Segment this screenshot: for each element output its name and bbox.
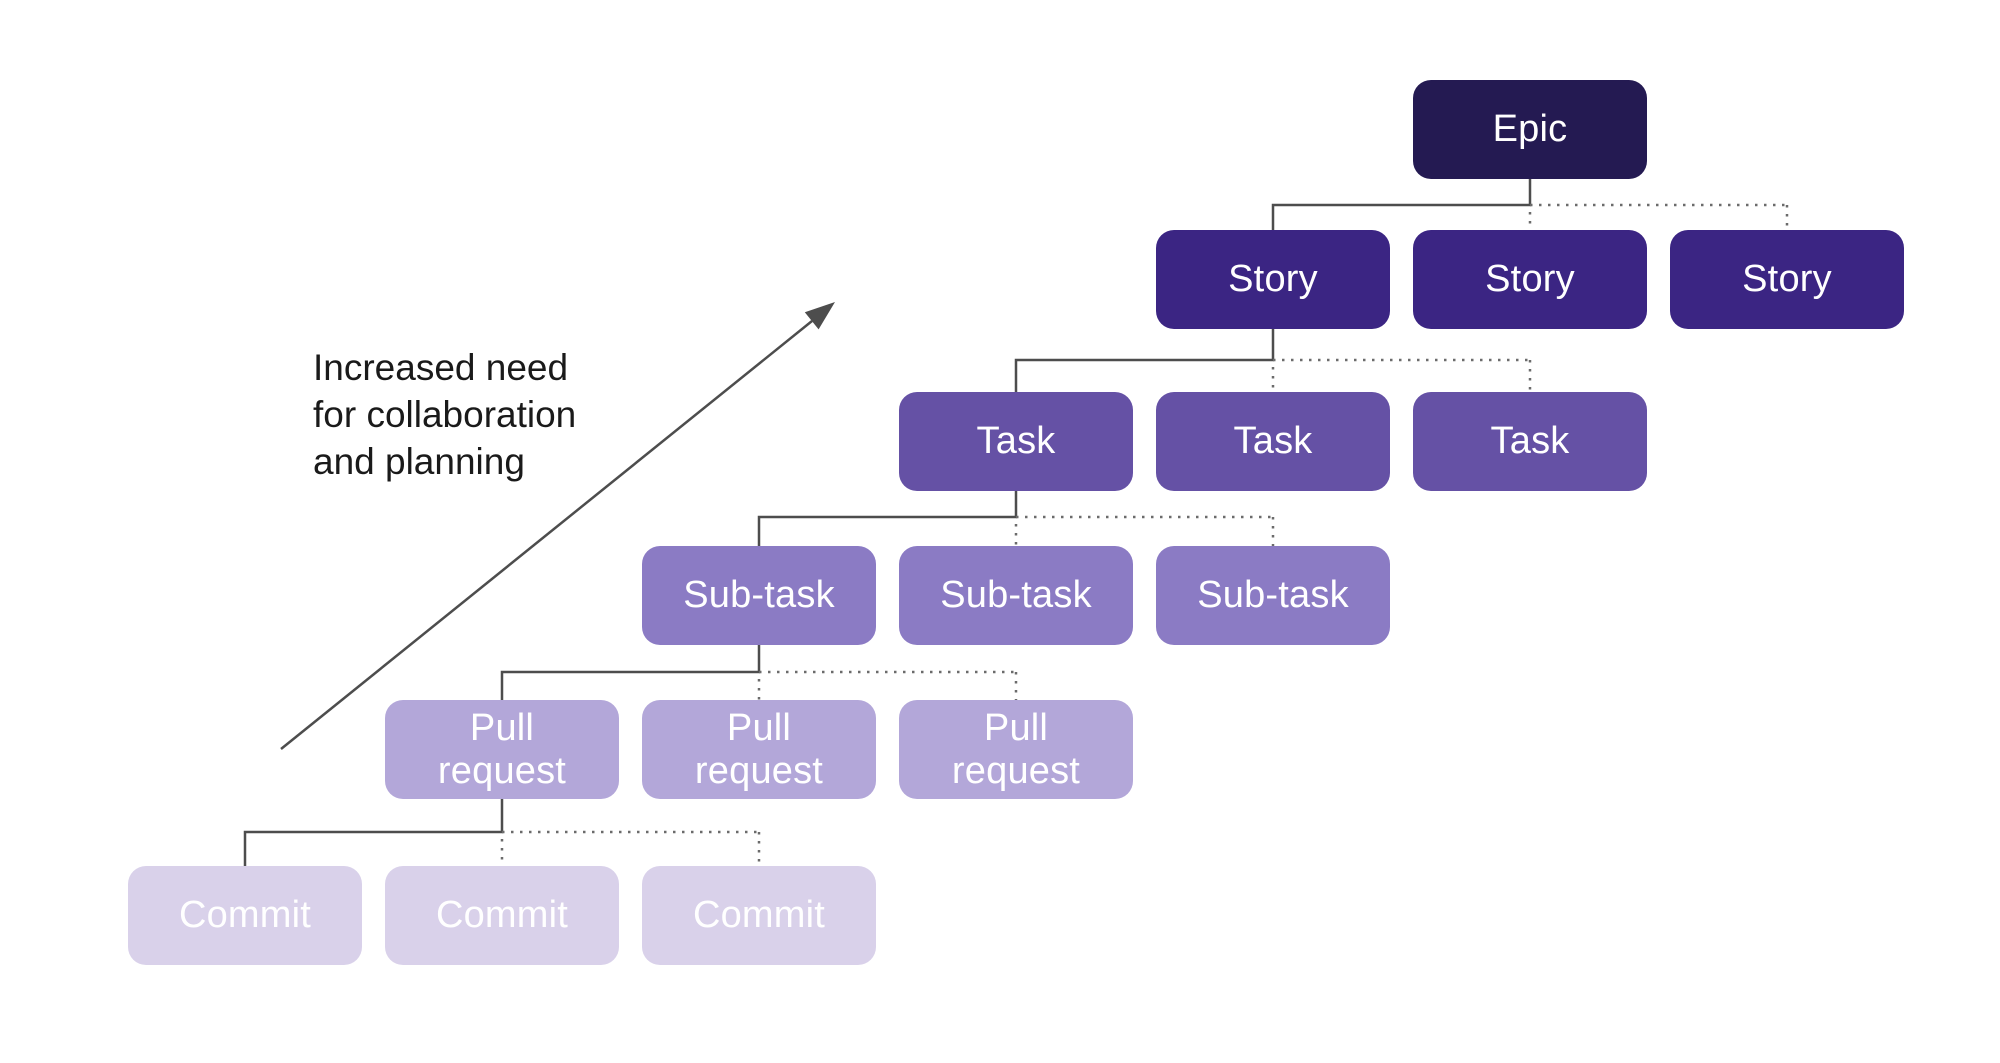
task-box-2: Task <box>1156 392 1390 491</box>
story-box-2: Story <box>1413 230 1647 329</box>
arrowhead-icon <box>804 302 835 330</box>
commit-box-1: Commit <box>128 866 362 965</box>
story-box-3: Story <box>1670 230 1904 329</box>
annotation-text: Increased need for collaboration and pla… <box>313 344 576 485</box>
annotation-line: Increased need <box>313 347 569 388</box>
subtask-box-2: Sub-task <box>899 546 1133 645</box>
subtask-box-3: Sub-task <box>1156 546 1390 645</box>
annotation-line: and planning <box>313 441 525 482</box>
story-box-1: Story <box>1156 230 1390 329</box>
pull-request-box-1: Pull request <box>385 700 619 799</box>
task-box-3: Task <box>1413 392 1647 491</box>
epic-box: Epic <box>1413 80 1647 179</box>
subtask-box-1: Sub-task <box>642 546 876 645</box>
pull-request-box-2: Pull request <box>642 700 876 799</box>
commit-box-3: Commit <box>642 866 876 965</box>
pull-request-box-3: Pull request <box>899 700 1133 799</box>
annotation-line: for collaboration <box>313 394 577 435</box>
commit-box-2: Commit <box>385 866 619 965</box>
task-box-1: Task <box>899 392 1133 491</box>
